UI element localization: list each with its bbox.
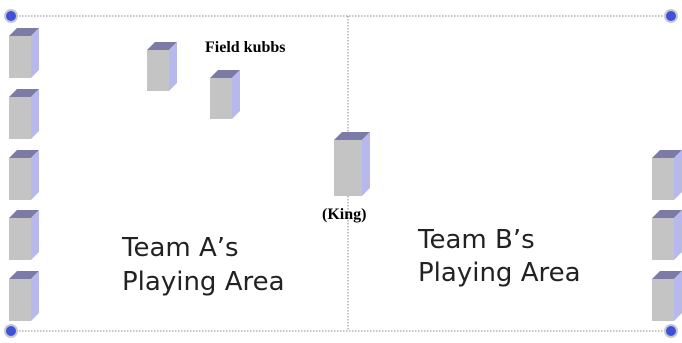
kubb-block-icon-top [9, 28, 39, 36]
kubb-block-icon-side [674, 210, 682, 260]
kubb-block-icon-front [652, 279, 674, 321]
corner-stakes [4, 9, 678, 338]
kubb-block-icon-front [9, 97, 31, 139]
kubb-block-icon-side [31, 271, 39, 321]
kubb-block-icon-top [652, 210, 682, 218]
kubb-block-icon-side [31, 210, 39, 260]
kubb-block-icon-side [674, 150, 682, 200]
kubb-block-icon [147, 42, 177, 91]
kubb-block-icon-front [210, 78, 232, 119]
kubb-block-icon-front [652, 218, 674, 260]
king-block-icon-side [362, 132, 370, 196]
kubb-block-icon [9, 150, 39, 200]
kubb-block-icon-top [9, 271, 39, 279]
kubb-block-icon-front [9, 36, 31, 78]
kubb-blocks [9, 28, 682, 321]
kubb-block-icon-side [232, 70, 240, 119]
kubb-block-icon-top [210, 70, 240, 78]
kubb-block-icon [9, 210, 39, 260]
kubb-block-icon-top [9, 89, 39, 97]
king-block-icon-front [334, 140, 362, 196]
kubb-block-icon-top [9, 150, 39, 158]
kubb-block-icon [652, 210, 682, 260]
king-label: (King) [322, 206, 366, 223]
corner-stake-icon [664, 9, 678, 23]
corner-stake-icon [4, 9, 18, 23]
kubb-block-icon-side [31, 89, 39, 139]
kubb-block-icon [652, 271, 682, 321]
kubb-block-icon-side [674, 271, 682, 321]
corner-stake-icon [4, 324, 18, 338]
kubb-block-icon [9, 89, 39, 139]
kubb-block-icon [210, 70, 240, 119]
kubb-block-icon-top [652, 150, 682, 158]
team-b-area-label-line2: Playing Area [418, 258, 581, 288]
kubb-block-icon [9, 28, 39, 78]
king-block-icon-top [334, 132, 370, 140]
kubb-block-icon-side [169, 42, 177, 91]
field-kubbs-label: Field kubbs [205, 39, 285, 56]
kubb-block-icon-front [652, 158, 674, 200]
team-b-area-label-line1: Team B’s [417, 225, 535, 255]
kubb-block-icon-side [31, 150, 39, 200]
kubb-block-icon-top [652, 271, 682, 279]
king-block-icon [334, 132, 370, 196]
kubb-block-icon-front [9, 279, 31, 321]
kubb-block-icon-side [31, 28, 39, 78]
kubb-block-icon-top [147, 42, 177, 50]
corner-stake-icon [664, 324, 678, 338]
kubb-block-icon-front [9, 158, 31, 200]
kubb-block-icon-front [9, 218, 31, 260]
kubb-block-icon [9, 271, 39, 321]
team-a-area-label-line2: Playing Area [122, 267, 285, 297]
team-a-area-label-line1: Team A’s [121, 233, 239, 263]
kubb-block-icon-front [147, 50, 169, 91]
kubb-block-icon-top [9, 210, 39, 218]
kubb-block-icon [652, 150, 682, 200]
